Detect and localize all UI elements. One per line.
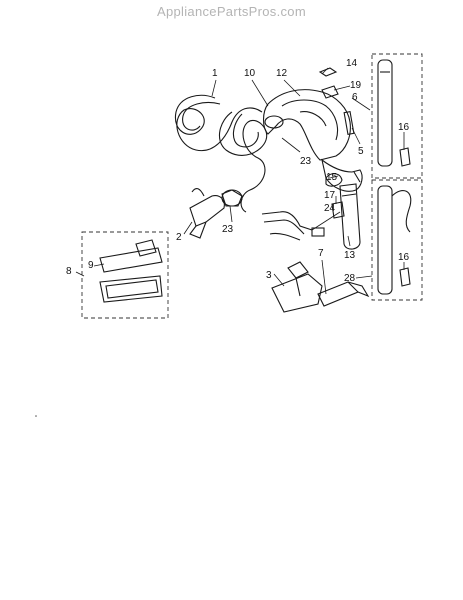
stray-dot <box>35 415 37 417</box>
callout-2: 2 <box>176 232 182 243</box>
handle-assembly <box>262 89 355 161</box>
callout-15: 15 <box>326 172 338 183</box>
callout-12: 12 <box>276 68 288 79</box>
callout-28: 28 <box>344 273 356 284</box>
connector-nozzle <box>189 187 243 239</box>
callout-13: 13 <box>344 250 356 261</box>
hose-part <box>174 94 268 213</box>
callout-7: 7 <box>318 248 324 259</box>
wand-box-upper <box>371 53 423 179</box>
callout-24: 24 <box>324 203 336 214</box>
callout-17: 17 <box>324 190 336 201</box>
upholstery-box <box>81 231 169 319</box>
callout-19: 19 <box>350 80 362 91</box>
watermark: AppliancePartsPros.com <box>157 4 306 19</box>
callout-16-lower: 16 <box>398 252 410 263</box>
callout-16-upper: 16 <box>398 122 410 133</box>
leader-lines <box>75 67 405 295</box>
upper-wand <box>377 59 411 167</box>
callout-8: 8 <box>66 266 72 277</box>
crevice-tool <box>317 281 370 307</box>
wand-box-lower <box>371 179 423 301</box>
wire-harness <box>261 211 325 241</box>
callout-10: 10 <box>244 68 256 79</box>
callout-9: 9 <box>88 260 94 271</box>
clip-parts <box>318 67 339 99</box>
small-fittings <box>325 173 345 219</box>
callout-1: 1 <box>212 68 218 79</box>
callout-23-lower: 23 <box>222 224 234 235</box>
curved-wand <box>321 158 363 192</box>
callout-3: 3 <box>266 270 272 281</box>
callout-6: 6 <box>352 92 358 103</box>
upholstery-tool <box>99 239 163 303</box>
handle-tube <box>339 183 361 250</box>
lower-wand <box>377 185 412 295</box>
dusting-brush <box>271 261 323 313</box>
callout-5: 5 <box>358 146 364 157</box>
callout-14: 14 <box>346 58 358 69</box>
callout-23-upper: 23 <box>300 156 312 167</box>
